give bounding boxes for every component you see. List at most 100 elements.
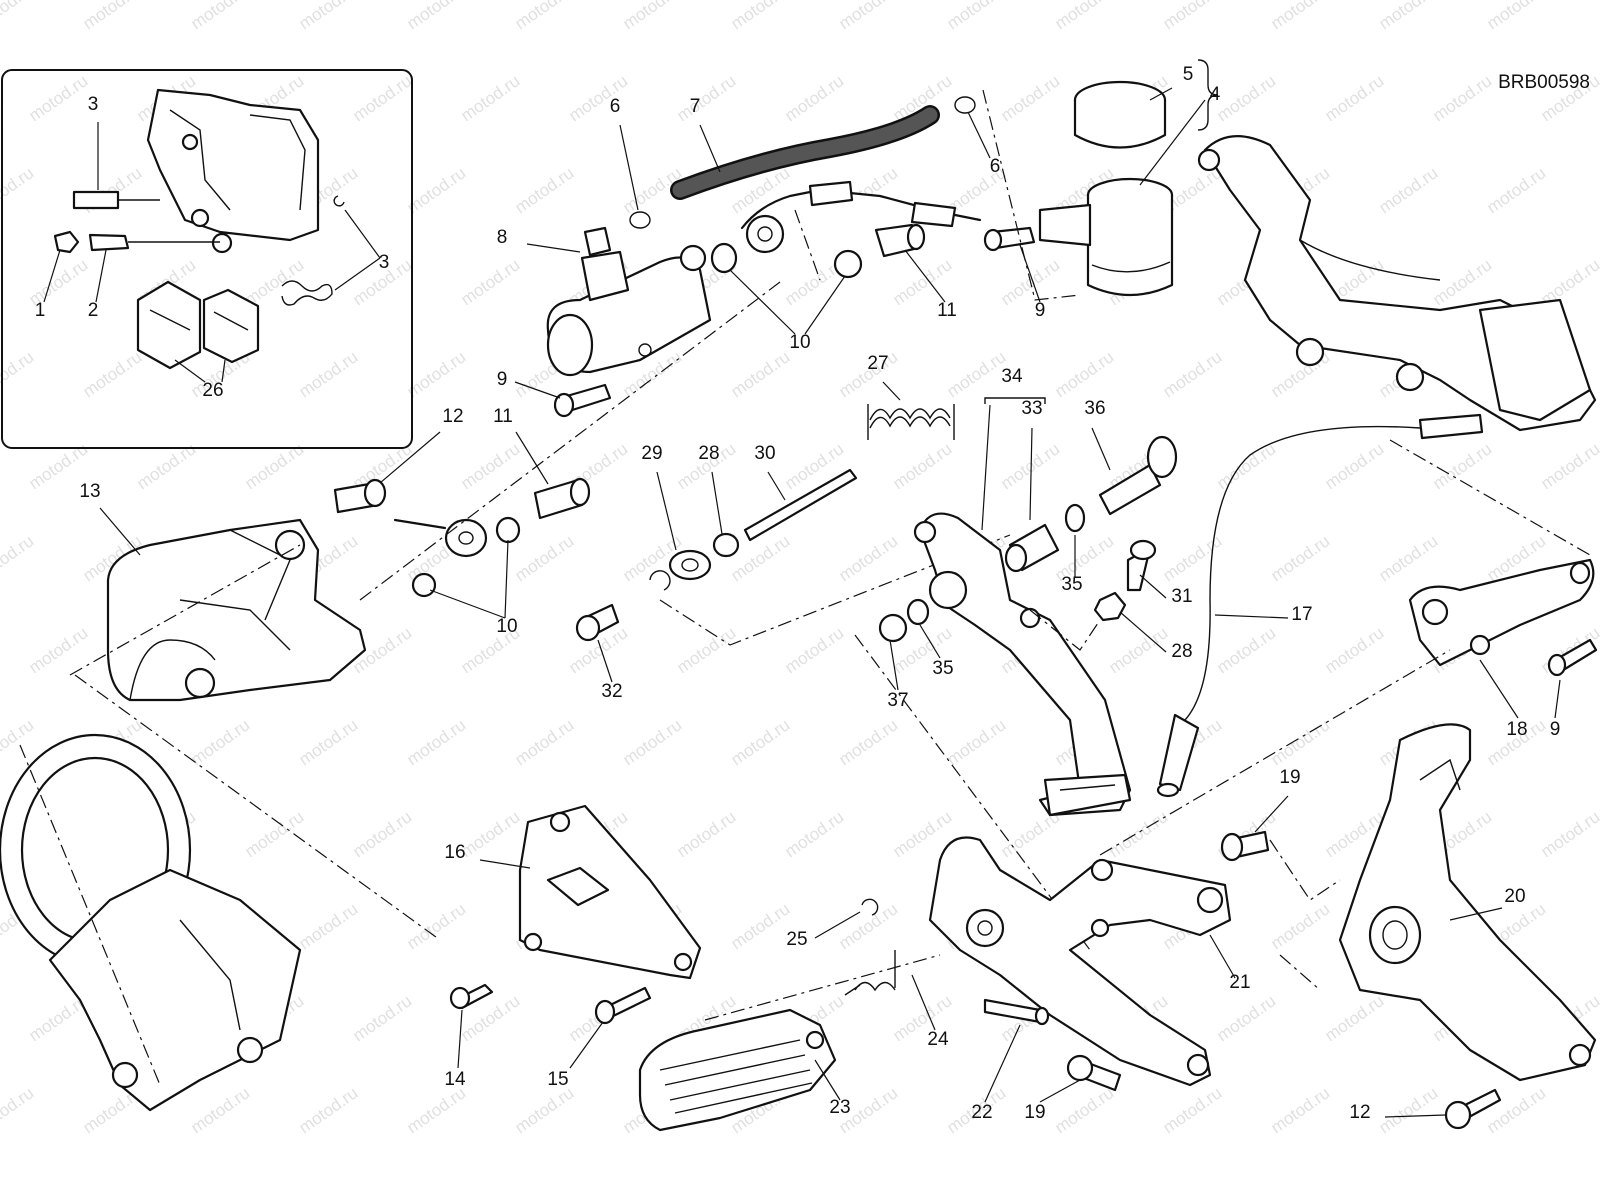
watermark-text: motod.ru	[1213, 439, 1279, 493]
part-label-13: 13	[79, 481, 100, 502]
brake-pedal	[854, 397, 1178, 951]
watermark-text: motod.ru	[457, 439, 523, 493]
part-label-19: 19	[1024, 1102, 1045, 1123]
watermark-text: motod.ru	[1267, 1083, 1333, 1137]
part-label-21: 21	[1229, 972, 1250, 993]
part-label-34: 34	[1001, 366, 1023, 387]
return-spring	[867, 381, 955, 440]
watermark-text: motod.ru	[0, 0, 37, 33]
part-label-17: 17	[1291, 604, 1312, 625]
watermark-text: motod.ru	[403, 0, 469, 33]
footpeg-bracket-right	[1099, 439, 1598, 856]
watermark-text: motod.ru	[673, 623, 739, 677]
watermark-text: motod.ru	[511, 715, 577, 769]
watermark-text: motod.ru	[1537, 439, 1600, 493]
watermark-text: motod.ru	[835, 899, 901, 953]
watermark-text: motod.ru	[1483, 163, 1549, 217]
watermark-text: motod.ru	[1429, 439, 1495, 493]
part-label-28: 28	[698, 443, 719, 464]
rear-master-cylinder-group	[514, 59, 1219, 418]
part-label-33: 33	[1021, 398, 1042, 419]
watermark-text: motod.ru	[295, 0, 361, 33]
watermark-text: motod.ru	[1321, 991, 1387, 1045]
watermark-text: motod.ru	[25, 71, 91, 125]
footpeg-arm	[928, 836, 1236, 1087]
watermark-text: motod.ru	[1159, 531, 1225, 585]
watermark-text: motod.ru	[619, 715, 685, 769]
watermark-text: motod.ru	[727, 899, 793, 953]
watermark-text: motod.ru	[403, 347, 469, 401]
part-label-5: 5	[1183, 64, 1194, 85]
watermark-text: motod.ru	[1483, 0, 1549, 33]
part-label-35: 35	[1061, 574, 1082, 595]
watermark-text: motod.ru	[835, 715, 901, 769]
part-label-25: 25	[786, 929, 807, 950]
part-label-11: 11	[493, 406, 513, 427]
watermark-text: motod.ru	[511, 1083, 577, 1137]
part-label-35: 35	[932, 658, 953, 679]
part-label-37: 37	[887, 690, 908, 711]
watermark-text: motod.ru	[1321, 623, 1387, 677]
part-label-7: 7	[690, 96, 701, 117]
part-label-23: 23	[829, 1097, 850, 1118]
watermark-text: motod.ru	[565, 71, 631, 125]
part-label-4: 4	[1210, 84, 1221, 105]
watermark-text: motod.ru	[835, 531, 901, 585]
part-label-12: 12	[1349, 1102, 1370, 1123]
watermark-text: motod.ru	[781, 71, 847, 125]
watermark-text: motod.ru	[295, 715, 361, 769]
watermark-text: motod.ru	[511, 163, 577, 217]
watermark-text: motod.ru	[403, 1083, 469, 1137]
watermark-text: motod.ru	[0, 531, 37, 585]
watermark-text: motod.ru	[349, 991, 415, 1045]
watermark-text: motod.ru	[457, 71, 523, 125]
watermark-text: motod.ru	[187, 1083, 253, 1137]
footpeg-spring-clip	[814, 898, 936, 1031]
brake-light-switch	[1156, 413, 1484, 798]
hanger-bolts	[449, 983, 652, 1069]
watermark-text: motod.ru	[349, 807, 415, 861]
watermark-text: motod.ru	[1105, 807, 1171, 861]
caliper-hanger-plate	[479, 804, 702, 980]
part-label-9: 9	[497, 369, 508, 390]
watermark-text: motod.ru	[673, 807, 739, 861]
watermark-text: motod.ru	[79, 163, 145, 217]
watermark-text: motod.ru	[295, 899, 361, 953]
pivot-pin-assembly	[575, 468, 1011, 683]
watermark-text: motod.ru	[673, 71, 739, 125]
watermark-text: motod.ru	[0, 715, 37, 769]
watermark-text: motod.ru	[403, 899, 469, 953]
part-label-11: 11	[937, 300, 957, 321]
watermark-text: motod.ru	[781, 623, 847, 677]
part-label-6: 6	[610, 96, 621, 117]
part-label-6: 6	[990, 156, 1001, 177]
part-label-10: 10	[789, 332, 810, 353]
watermark-text: motod.ru	[943, 715, 1009, 769]
watermark-text: motod.ru	[1267, 715, 1333, 769]
watermark-text: motod.ru	[889, 439, 955, 493]
watermark-text: motod.ru	[1537, 807, 1600, 861]
rear-caliper	[69, 281, 781, 941]
watermark-text: motod.ru	[295, 347, 361, 401]
watermark-text: motod.ru	[997, 71, 1063, 125]
watermark-text: motod.ru	[241, 807, 307, 861]
part-label-31: 31	[1171, 586, 1192, 607]
watermark-text: motod.ru	[1105, 623, 1171, 677]
watermark-text: motod.ru	[79, 0, 145, 33]
top-right-bracket	[1197, 135, 1597, 432]
footpeg	[638, 954, 941, 1132]
watermark-text: motod.ru	[457, 255, 523, 309]
part-label-2: 2	[88, 300, 99, 321]
watermark-text: motod.ru	[187, 715, 253, 769]
watermark-text: motod.ru	[1267, 899, 1333, 953]
watermark-text: motod.ru	[1267, 531, 1333, 585]
part-label-27: 27	[867, 353, 888, 374]
part-label-16: 16	[444, 842, 465, 863]
part-label-12: 12	[442, 406, 463, 427]
watermark-text: motod.ru	[403, 715, 469, 769]
watermark-text: motod.ru	[1429, 71, 1495, 125]
watermark-text: motod.ru	[1051, 0, 1117, 33]
footpeg-hanger	[1269, 723, 1597, 1082]
